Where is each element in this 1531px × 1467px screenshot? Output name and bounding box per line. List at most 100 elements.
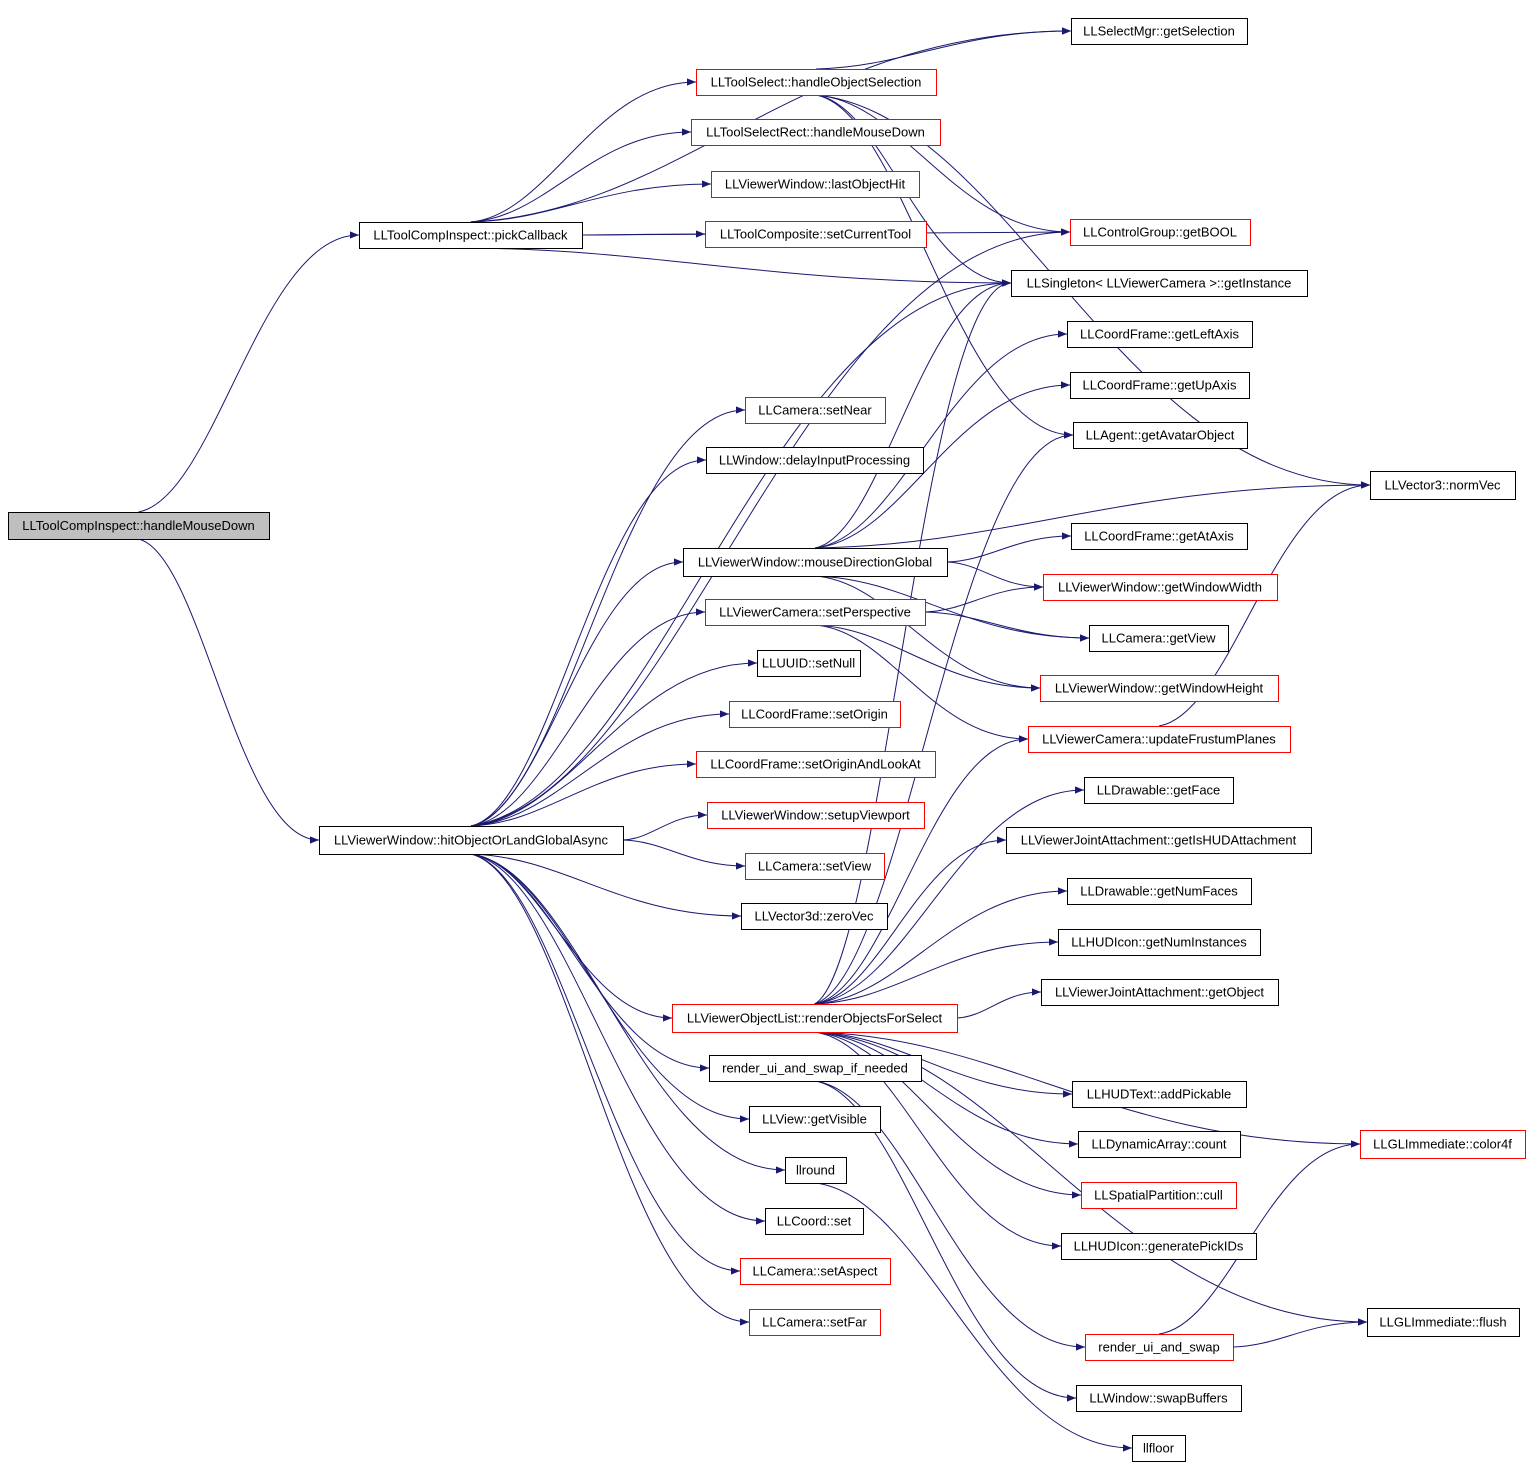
node-box-flush[interactable] [1367,1308,1520,1337]
node-setNull[interactable]: LLUUID::setNull [757,650,861,677]
node-getNumInst[interactable]: LLHUDIcon::getNumInstances [1058,929,1261,956]
node-box-getInstance[interactable] [1011,270,1308,297]
node-getFace[interactable]: LLDrawable::getFace [1084,777,1234,804]
node-getObject[interactable]: LLViewerJointAttachment::getObject [1041,979,1279,1006]
node-box-count[interactable] [1078,1131,1241,1158]
node-hitObj[interactable]: LLViewerWindow::hitObjectOrLandGlobalAsy… [319,826,624,855]
node-setPersp[interactable]: LLViewerCamera::setPerspective [705,599,926,626]
node-swapBuf[interactable]: LLWindow::swapBuffers [1076,1385,1242,1412]
node-box-selRectMD[interactable] [691,119,941,146]
node-setOriginLook[interactable]: LLCoordFrame::setOriginAndLookAt [696,751,936,778]
node-zeroVec[interactable]: LLVector3d::zeroVec [741,903,888,930]
node-box-cull[interactable] [1081,1182,1237,1209]
node-box-getAvatar[interactable] [1073,422,1248,449]
node-box-normVec[interactable] [1370,471,1516,500]
node-color4f[interactable]: LLGLImmediate::color4f [1360,1130,1526,1159]
node-flush[interactable]: LLGLImmediate::flush [1367,1308,1520,1337]
node-box-getSelection[interactable] [1071,18,1248,45]
node-box-getObject[interactable] [1041,979,1279,1006]
node-mouseDir[interactable]: LLViewerWindow::mouseDirectionGlobal [683,548,948,577]
node-box-mouseDir[interactable] [683,548,948,577]
node-addPickable[interactable]: LLHUDText::addPickable [1072,1081,1247,1108]
node-setView[interactable]: LLCamera::setView [745,853,885,880]
node-box-llfloor[interactable] [1132,1435,1186,1462]
node-box-renderUIIf[interactable] [709,1055,922,1082]
node-box-lastObjHit[interactable] [711,171,920,198]
node-box-getVisible[interactable] [749,1106,881,1133]
node-box-color4f[interactable] [1360,1130,1526,1159]
node-box-getView[interactable] [1089,625,1229,652]
node-box-setupVP[interactable] [707,802,925,829]
node-box-renderUI[interactable] [1085,1334,1234,1361]
node-getSelection[interactable]: LLSelectMgr::getSelection [1071,18,1248,45]
node-box-hitObj[interactable] [319,826,624,855]
node-getWinH[interactable]: LLViewerWindow::getWindowHeight [1040,675,1279,702]
node-box-getWinW[interactable] [1043,574,1278,601]
node-box-handleObjSel[interactable] [696,69,937,96]
node-genPick[interactable]: LLHUDIcon::generatePickIDs [1061,1233,1257,1260]
node-getInstance[interactable]: LLSingleton< LLViewerCamera >::getInstan… [1011,270,1308,297]
node-box-getLeftAxis[interactable] [1067,321,1253,348]
node-box-updFrustum[interactable] [1028,726,1291,753]
node-llfloor[interactable]: llfloor [1132,1435,1186,1462]
node-box-getUpAxis[interactable] [1070,372,1250,399]
node-box-setNull[interactable] [757,650,861,677]
node-box-pickCallback[interactable] [359,222,583,249]
node-box-root[interactable] [8,512,270,540]
node-getWinW[interactable]: LLViewerWindow::getWindowWidth [1043,574,1278,601]
node-getUpAxis[interactable]: LLCoordFrame::getUpAxis [1070,372,1250,399]
node-box-getAtAxis[interactable] [1071,523,1248,550]
node-box-addPickable[interactable] [1072,1081,1247,1108]
node-box-renderSel[interactable] [672,1004,958,1033]
node-box-setPersp[interactable] [705,599,926,626]
node-getNumFaces[interactable]: LLDrawable::getNumFaces [1067,878,1252,905]
node-box-setView[interactable] [745,853,885,880]
node-box-setAspect[interactable] [740,1258,891,1285]
node-isHUD[interactable]: LLViewerJointAttachment::getIsHUDAttachm… [1006,827,1312,854]
node-cull[interactable]: LLSpatialPartition::cull [1081,1182,1237,1209]
node-box-getFace[interactable] [1084,777,1234,804]
node-llround[interactable]: llround [785,1157,847,1184]
node-lastObjHit[interactable]: LLViewerWindow::lastObjectHit [711,171,920,198]
node-getLeftAxis[interactable]: LLCoordFrame::getLeftAxis [1067,321,1253,348]
node-box-zeroVec[interactable] [741,903,888,930]
node-box-swapBuf[interactable] [1076,1385,1242,1412]
node-box-setCurTool[interactable] [705,221,927,248]
node-box-llround[interactable] [785,1157,847,1184]
node-getBOOL[interactable]: LLControlGroup::getBOOL [1070,219,1251,246]
node-renderUIIf[interactable]: render_ui_and_swap_if_needed [709,1055,922,1082]
node-box-genPick[interactable] [1061,1233,1257,1260]
node-coordSet[interactable]: LLCoord::set [765,1208,864,1235]
node-pickCallback[interactable]: LLToolCompInspect::pickCallback [359,222,583,249]
node-box-setOrigin[interactable] [729,701,901,728]
node-setAspect[interactable]: LLCamera::setAspect [740,1258,891,1285]
node-box-setOriginLook[interactable] [696,751,936,778]
node-box-getBOOL[interactable] [1070,219,1251,246]
node-handleObjSel[interactable]: LLToolSelect::handleObjectSelection [696,69,937,96]
node-updFrustum[interactable]: LLViewerCamera::updateFrustumPlanes [1028,726,1291,753]
node-renderSel[interactable]: LLViewerObjectList::renderObjectsForSele… [672,1004,958,1033]
node-box-getNumInst[interactable] [1058,929,1261,956]
node-box-getWinH[interactable] [1040,675,1279,702]
node-setNear[interactable]: LLCamera::setNear [745,397,886,424]
node-setFar[interactable]: LLCamera::setFar [749,1309,881,1336]
node-box-isHUD[interactable] [1006,827,1312,854]
node-getView[interactable]: LLCamera::getView [1089,625,1229,652]
node-setCurTool[interactable]: LLToolComposite::setCurrentTool [705,221,927,248]
node-box-setFar[interactable] [749,1309,881,1336]
node-box-setNear[interactable] [745,397,886,424]
node-box-getNumFaces[interactable] [1067,878,1252,905]
node-box-delayInput[interactable] [706,447,924,474]
node-box-coordSet[interactable] [765,1208,864,1235]
node-normVec[interactable]: LLVector3::normVec [1370,471,1516,500]
node-count[interactable]: LLDynamicArray::count [1078,1131,1241,1158]
node-getAvatar[interactable]: LLAgent::getAvatarObject [1073,422,1248,449]
node-root[interactable]: LLToolCompInspect::handleMouseDown [8,512,270,540]
node-getVisible[interactable]: LLView::getVisible [749,1106,881,1133]
node-selRectMD[interactable]: LLToolSelectRect::handleMouseDown [691,119,941,146]
node-renderUI[interactable]: render_ui_and_swap [1085,1334,1234,1361]
node-getAtAxis[interactable]: LLCoordFrame::getAtAxis [1071,523,1248,550]
node-delayInput[interactable]: LLWindow::delayInputProcessing [706,447,924,474]
node-setOrigin[interactable]: LLCoordFrame::setOrigin [729,701,901,728]
node-setupVP[interactable]: LLViewerWindow::setupViewport [707,802,925,829]
